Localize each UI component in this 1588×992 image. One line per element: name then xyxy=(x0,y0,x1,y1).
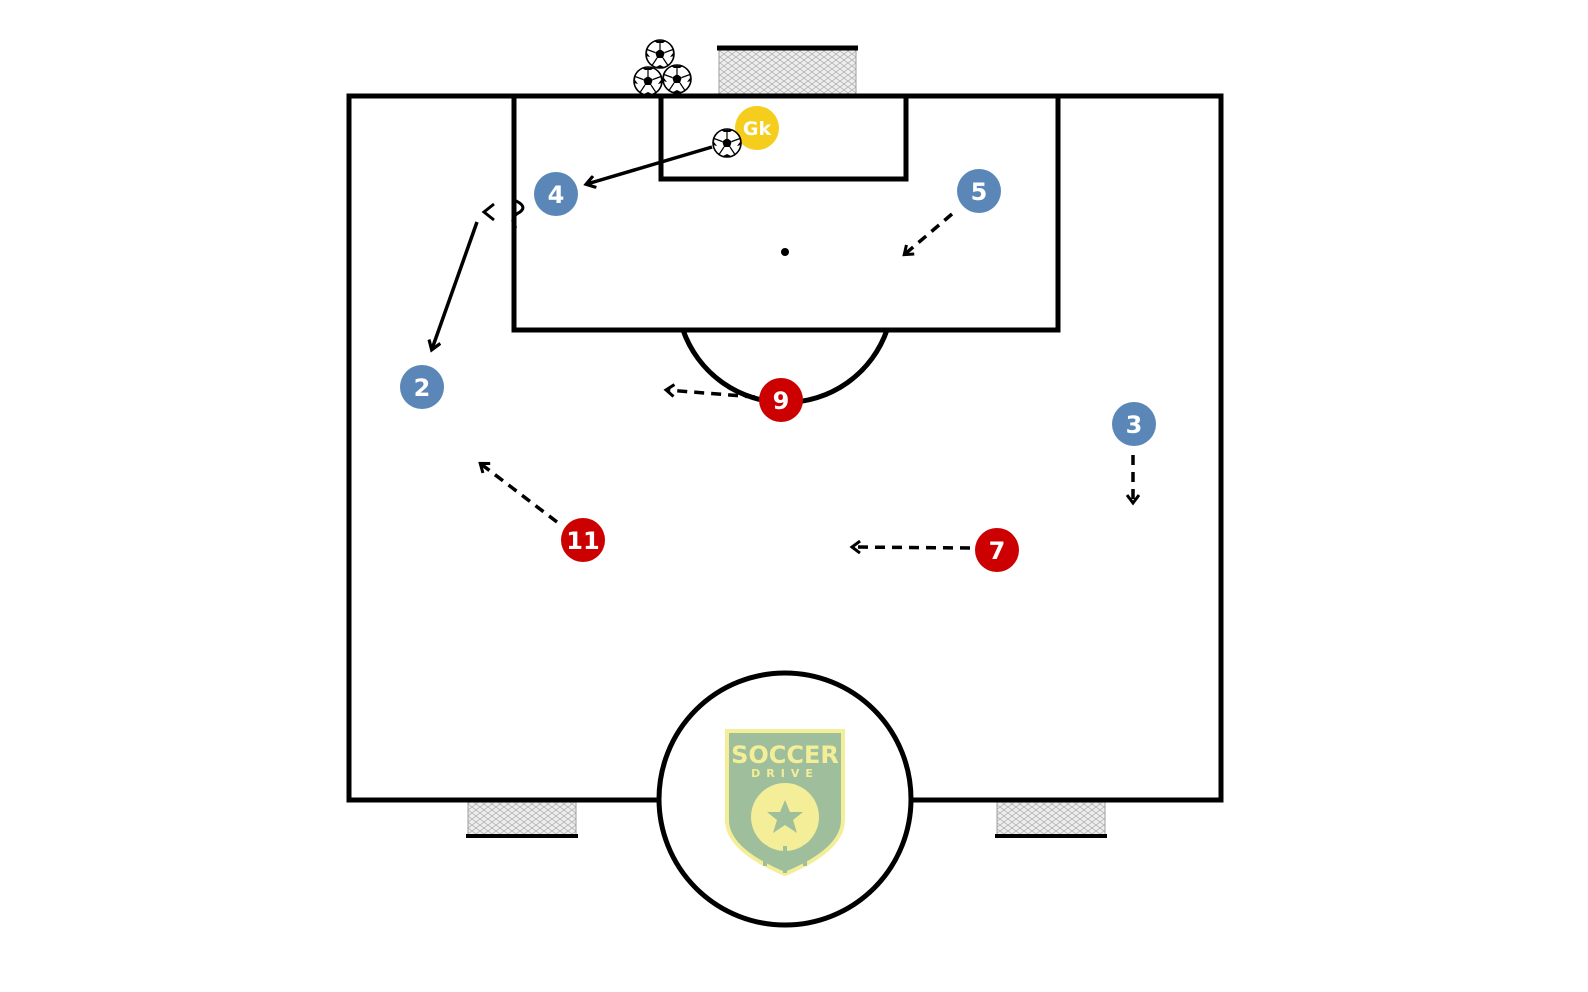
player-5: 5 xyxy=(957,169,1001,213)
player-2: 2 xyxy=(400,365,444,409)
player-5-label: 5 xyxy=(971,178,988,206)
movement-arrows xyxy=(432,145,1133,548)
player-7: 7 xyxy=(975,528,1019,572)
run-arrow-5 xyxy=(905,212,954,254)
logo-line2: DRIVE xyxy=(751,767,819,780)
player-3: 3 xyxy=(1112,402,1156,446)
run-arrow-11 xyxy=(481,464,559,524)
top-goal xyxy=(717,45,858,95)
mini-goal-left xyxy=(466,800,578,838)
ball-at-keeper xyxy=(712,128,742,158)
penalty-area xyxy=(511,93,1061,333)
player-gk-label: Gk xyxy=(743,118,772,140)
player-gk: Gk xyxy=(735,106,779,150)
pass-arrow-gk-to-4 xyxy=(587,145,713,184)
run-arrow-7 xyxy=(853,547,971,548)
player-2-label: 2 xyxy=(414,374,431,402)
player-3-label: 3 xyxy=(1126,411,1143,439)
run-arrow-9 xyxy=(667,390,756,399)
logo-line1: SOCCER xyxy=(731,741,839,769)
check-run-chevron xyxy=(481,202,495,222)
mini-goal-right xyxy=(995,800,1107,838)
player-11-label: 11 xyxy=(566,527,599,555)
goal-area xyxy=(658,93,909,182)
penalty-spot xyxy=(781,248,789,256)
pass-arrow-to-2 xyxy=(432,221,479,349)
player-gk-token xyxy=(735,106,779,150)
player-11: 11 xyxy=(561,518,605,562)
player-7-label: 7 xyxy=(989,537,1006,565)
curl-run-marker xyxy=(511,198,525,229)
soccer-drive-logo: SOCCER DRIVE xyxy=(725,729,845,877)
ball-stack xyxy=(633,39,692,96)
player-4-label: 4 xyxy=(548,181,565,209)
player-9-label: 9 xyxy=(773,387,790,415)
player-9: 9 xyxy=(759,378,803,422)
player-4: 4 xyxy=(534,172,578,216)
